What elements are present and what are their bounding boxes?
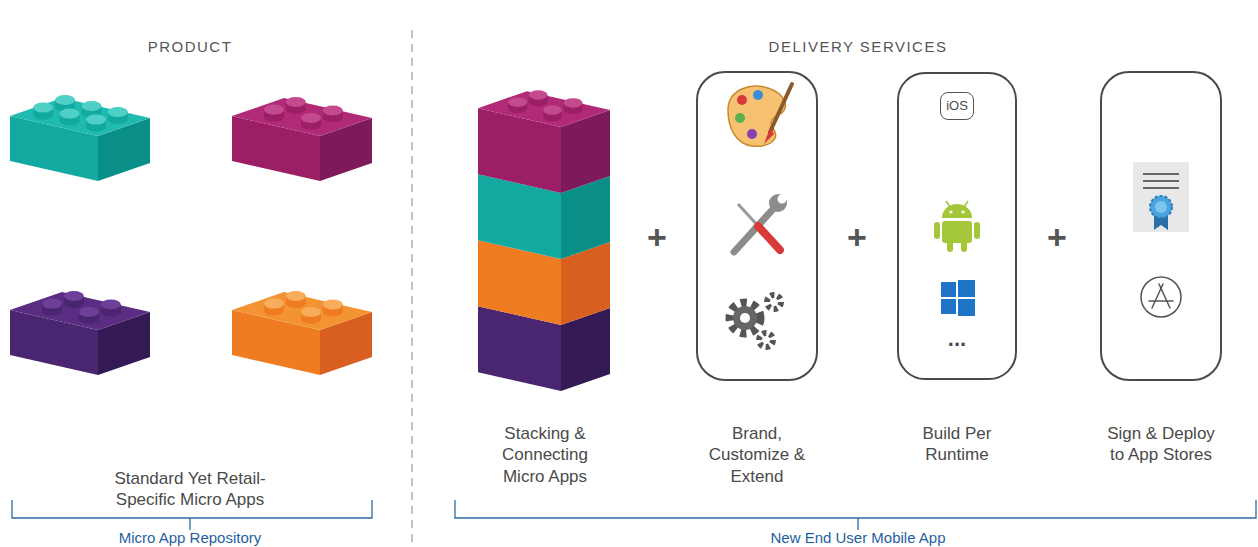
gears-icon bbox=[730, 295, 781, 347]
brick-shape bbox=[529, 90, 548, 99]
brick-shape bbox=[55, 95, 75, 105]
divider-line bbox=[411, 30, 412, 547]
brick-shape bbox=[564, 98, 583, 107]
header-label: DELIVERY SERVICES bbox=[728, 38, 988, 57]
service-panel bbox=[1101, 72, 1221, 380]
brick-shape bbox=[86, 115, 106, 125]
android-icon bbox=[934, 201, 980, 252]
caption-text: Standard Yet Retail-Specific Micro Apps bbox=[90, 468, 290, 511]
micro-app-bricks bbox=[10, 90, 610, 391]
brick-shape bbox=[286, 97, 306, 107]
palette-icon bbox=[728, 84, 792, 146]
group-label: New End User Mobile App bbox=[708, 529, 1008, 547]
brick-shape bbox=[232, 292, 372, 330]
plus-sign: + bbox=[637, 216, 677, 259]
brick-shape bbox=[478, 91, 610, 127]
brick-shape bbox=[264, 105, 284, 115]
brick-shape bbox=[286, 291, 306, 301]
header-label: PRODUCT bbox=[90, 38, 290, 57]
ios-badge: iOS bbox=[940, 92, 974, 120]
certificate-icon bbox=[1133, 162, 1189, 232]
windows-icon bbox=[941, 280, 975, 316]
runtime-panel: ... iOS bbox=[897, 72, 1017, 380]
brick-shape bbox=[64, 291, 84, 301]
brick-shape bbox=[42, 299, 62, 309]
brick-shape bbox=[301, 113, 321, 123]
brick-shape bbox=[508, 97, 527, 106]
brick-shape bbox=[10, 98, 150, 136]
brick-shape bbox=[301, 307, 321, 317]
caption-text: Brand, Customize & Extend bbox=[702, 423, 812, 487]
brick-shape bbox=[81, 101, 101, 111]
brick-shape bbox=[232, 98, 372, 136]
more-runtimes-text: ... bbox=[899, 326, 1015, 352]
brick-shape bbox=[543, 105, 562, 114]
caption-text: Stacking & Connecting Micro Apps bbox=[489, 423, 601, 487]
app-store-icon bbox=[1141, 277, 1181, 317]
brick-shape bbox=[10, 292, 150, 330]
brick-shape bbox=[33, 103, 53, 113]
brick-shape bbox=[60, 109, 80, 119]
group-label: Micro App Repository bbox=[70, 529, 310, 547]
brick-shape bbox=[478, 108, 561, 193]
plus-sign: + bbox=[837, 216, 877, 259]
plus-sign: + bbox=[1037, 216, 1077, 259]
caption-text: Build Per Runtime bbox=[911, 423, 1003, 466]
caption-text: Sign & Deploy to App Stores bbox=[1101, 423, 1221, 466]
brick-shape bbox=[108, 107, 128, 117]
group-bracket bbox=[455, 500, 1256, 530]
brick-shape bbox=[323, 299, 343, 309]
brick-shape bbox=[101, 299, 121, 309]
service-panel bbox=[697, 72, 817, 380]
brick-shape bbox=[323, 105, 343, 115]
brick-shape bbox=[79, 307, 99, 317]
badge-text: iOS bbox=[946, 99, 968, 113]
brick-shape bbox=[264, 299, 284, 309]
tools-icon bbox=[734, 194, 787, 252]
